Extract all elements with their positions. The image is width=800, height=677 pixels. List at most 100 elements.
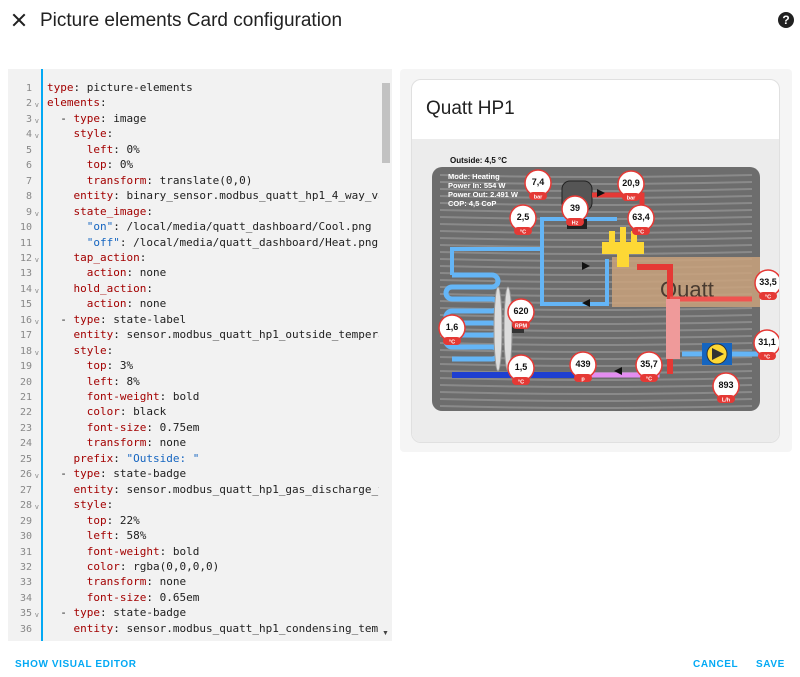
- badge-1-6[interactable]: 1,6°C: [438, 314, 466, 346]
- code-content[interactable]: type: picture-elements elements: - type: …: [47, 69, 379, 641]
- dialog-header: Picture elements Card configuration ?: [0, 0, 800, 44]
- code-line[interactable]: - type: image: [47, 111, 147, 125]
- show-visual-editor-button[interactable]: SHOW VISUAL EDITOR: [15, 659, 137, 670]
- code-line[interactable]: top: 22%: [86, 513, 140, 527]
- fold-chevron-icon[interactable]: v: [34, 209, 39, 218]
- badge-unit: °C: [638, 230, 644, 236]
- grille-line: [439, 391, 753, 395]
- badge-1-5[interactable]: 1,5°C: [507, 354, 535, 386]
- line-number: 10: [8, 220, 41, 236]
- badge-unit: °C: [520, 230, 526, 236]
- badge-35-7[interactable]: 35,7°C: [635, 351, 663, 383]
- fold-chevron-icon[interactable]: v: [34, 116, 39, 125]
- badge-2-5[interactable]: 2,5 °C: [509, 204, 537, 236]
- badge-value: 1,6: [446, 322, 459, 332]
- line-number: 7: [8, 174, 41, 190]
- badge-value: 439: [575, 359, 590, 369]
- code-line[interactable]: color: black: [86, 405, 167, 419]
- return-pipe: [540, 249, 609, 306]
- code-line[interactable]: top: 0%: [86, 158, 134, 172]
- code-line[interactable]: hold_action:: [73, 281, 153, 295]
- code-line[interactable]: transform: none: [86, 575, 187, 589]
- code-line[interactable]: tap_action:: [73, 250, 147, 264]
- code-line[interactable]: entity: binary_sensor.modbus_quatt_hp1_4…: [73, 189, 380, 203]
- line-number: 34: [8, 591, 41, 607]
- code-line[interactable]: font-weight: bold: [86, 390, 200, 403]
- badge-31-1[interactable]: 31,1°C: [753, 329, 780, 361]
- badge-unit-pill: [512, 377, 530, 385]
- code-line[interactable]: left: 8%: [86, 374, 140, 388]
- code-line[interactable]: style:: [73, 343, 114, 357]
- close-button[interactable]: [9, 10, 29, 30]
- fold-chevron-icon[interactable]: v: [34, 286, 39, 295]
- code-line[interactable]: prefix: "Outside: ": [73, 451, 200, 465]
- code-line[interactable]: transform: translate(0,0): [86, 173, 253, 187]
- badge-33-5[interactable]: 33,5°C: [754, 269, 780, 301]
- status-line: Power In: 554 W: [448, 181, 506, 190]
- fold-chevron-icon[interactable]: v: [34, 317, 39, 326]
- fold-chevron-icon[interactable]: v: [34, 132, 39, 141]
- badge-unit-pill: [622, 193, 640, 201]
- badge-63-4[interactable]: 63,4°C: [627, 204, 655, 236]
- code-line[interactable]: entity: sensor.modbus_quatt_hp1_condensi…: [73, 621, 380, 635]
- code-line[interactable]: font-size: 0.65em: [86, 590, 200, 604]
- help-button[interactable]: ?: [778, 12, 794, 28]
- four-way-valve: [602, 227, 644, 267]
- code-line[interactable]: - type: state-badge: [47, 606, 187, 620]
- cancel-button[interactable]: CANCEL: [693, 659, 739, 670]
- badge-value: 2,5: [517, 212, 530, 222]
- line-number-text: 34: [19, 592, 32, 604]
- code-line[interactable]: transform: none: [86, 436, 187, 450]
- scroll-down-arrow-icon[interactable]: ▼: [382, 630, 389, 637]
- fold-chevron-icon[interactable]: v: [34, 348, 39, 357]
- scrollbar-thumb[interactable]: [382, 83, 390, 163]
- code-line[interactable]: entity: sensor.modbus_quatt_hp1_gas_disc…: [73, 482, 380, 496]
- fold-chevron-icon[interactable]: v: [34, 472, 39, 481]
- code-line[interactable]: action: none: [86, 266, 167, 280]
- save-button[interactable]: SAVE: [756, 659, 785, 670]
- code-line[interactable]: font-size: 0.75em: [86, 420, 200, 434]
- code-line[interactable]: style:: [73, 498, 114, 512]
- editor-scrollbar[interactable]: ▼: [380, 69, 392, 641]
- line-number-text: 20: [19, 376, 32, 388]
- code-line[interactable]: style:: [73, 127, 114, 141]
- fold-chevron-icon[interactable]: v: [34, 101, 39, 110]
- condenser: [666, 299, 680, 359]
- line-number: 15: [8, 297, 41, 313]
- line-number-text: 8: [25, 191, 32, 203]
- badge-unit-pill: [512, 321, 530, 329]
- code-line[interactable]: color: rgba(0,0,0,0): [86, 559, 220, 573]
- code-line[interactable]: "off": /local/media/quatt_dashboard/Heat…: [86, 235, 379, 249]
- code-line[interactable]: entity: sensor.modbus_quatt_hp1_outside_…: [73, 328, 380, 342]
- code-line[interactable]: top: 3%: [86, 359, 134, 373]
- code-line[interactable]: "on": /local/media/quatt_dashboard/Cool.…: [86, 220, 372, 234]
- line-number-text: 15: [19, 299, 32, 311]
- code-line[interactable]: - type: state-badge: [47, 467, 187, 481]
- fold-chevron-icon[interactable]: v: [34, 503, 39, 512]
- code-line[interactable]: font-weight: bold: [86, 544, 200, 558]
- badge-unit: °C: [518, 380, 524, 386]
- code-line[interactable]: left: 58%: [86, 529, 147, 543]
- code-line[interactable]: elements:: [47, 96, 107, 110]
- code-line[interactable]: type: picture-elements: [47, 81, 193, 94]
- line-number: 23: [8, 421, 41, 437]
- grille-line: [439, 202, 753, 206]
- line-number: 33: [8, 575, 41, 591]
- code-line[interactable]: left: 0%: [86, 142, 140, 156]
- code-line[interactable]: - type: state-label: [47, 312, 187, 326]
- code-line[interactable]: state_image:: [73, 204, 153, 218]
- code-line[interactable]: action: none: [86, 297, 167, 311]
- fold-chevron-icon[interactable]: v: [34, 255, 39, 264]
- badge-unit: Hz: [572, 221, 579, 227]
- line-number-text: 17: [19, 330, 32, 342]
- fold-chevron-icon[interactable]: v: [34, 611, 39, 620]
- line-number-text: 19: [19, 361, 32, 373]
